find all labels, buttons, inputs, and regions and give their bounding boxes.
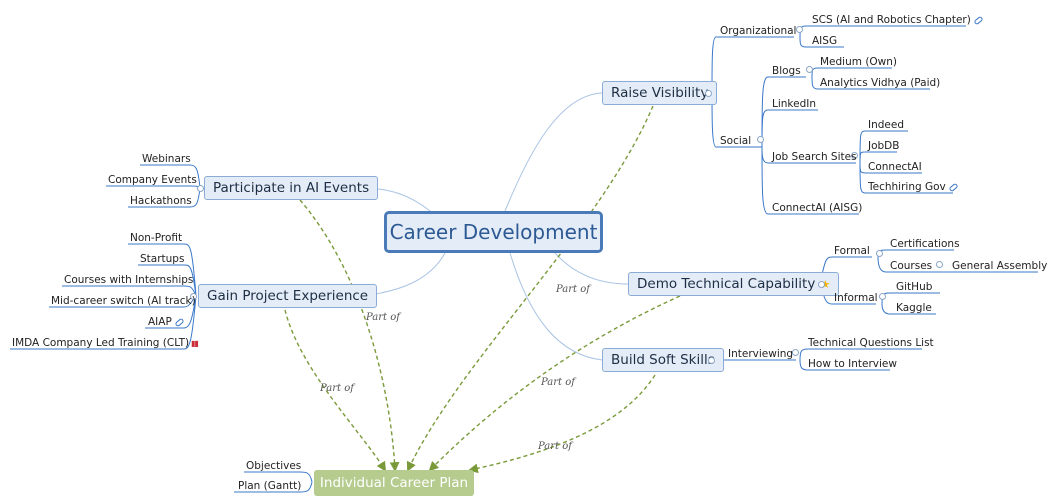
relation-technical-plan (428, 295, 681, 472)
collapse-toggle[interactable] (796, 26, 803, 33)
leaf-certifications[interactable]: Certifications (890, 237, 960, 250)
leaf-objectives[interactable]: Objectives (246, 459, 302, 472)
topic-label: Gain Project Experience (207, 288, 369, 304)
leaf-scs[interactable]: SCS (AI and Robotics Chapter) (812, 9, 984, 26)
leaf-linkedin[interactable]: LinkedIn (772, 97, 817, 110)
leaf-startups[interactable]: Startups (140, 252, 185, 265)
leaf-non-profit[interactable]: Non-Profit (130, 231, 183, 244)
topic-label: Build Soft Skills (611, 352, 715, 368)
relation-ai-events-plan (299, 199, 400, 472)
leaf-label: SCS (AI and Robotics Chapter) (812, 13, 971, 26)
relation-soft-skills-plan (468, 374, 656, 474)
connector-interviewing-children (799, 348, 922, 371)
connector-social-linkedin (761, 109, 818, 148)
collapse-toggle[interactable] (818, 281, 825, 288)
subtopic-organizational[interactable]: Organizational (720, 24, 797, 37)
relation-project-plan (284, 309, 387, 472)
leaf-techhiring-gov[interactable]: Techhiring Gov (868, 176, 959, 193)
relation-label: Part of (556, 284, 590, 295)
topic-technical-capability[interactable]: Demo Technical Capability ★ (628, 272, 840, 296)
hyperlink-icon[interactable] (174, 317, 185, 328)
collapse-toggle[interactable] (708, 357, 715, 364)
collapse-toggle[interactable] (705, 90, 712, 97)
relation-raise-visibility-plan (406, 105, 654, 472)
topic-individual-career-plan[interactable]: Individual Career Plan (314, 470, 474, 496)
collapse-toggle[interactable] (851, 152, 858, 159)
leaf-general-assembly[interactable]: General Assembly (952, 259, 1048, 272)
document-icon[interactable]: ▮▮ (191, 339, 199, 348)
connector-central-technical (554, 252, 629, 285)
connector-project-children (10, 243, 197, 350)
collapse-toggle[interactable] (936, 261, 943, 268)
connector-jobs-children (859, 130, 953, 194)
leaf-hackathons[interactable]: Hackathons (130, 194, 192, 207)
leaf-connectai-aisg[interactable]: ConnectAI (AISG) (772, 201, 863, 214)
central-topic[interactable]: Career Development (384, 211, 603, 253)
leaf-imda-clt[interactable]: IMDA Company Led Training (CLT) ▮▮ (12, 332, 199, 349)
leaf-label: IMDA Company Led Training (CLT) (12, 336, 190, 349)
connector-central-raise-visibility (504, 92, 603, 212)
subtopic-social[interactable]: Social (720, 134, 752, 147)
collapse-toggle[interactable] (197, 185, 204, 192)
leaf-how-to-interview[interactable]: How to Interview (808, 357, 897, 370)
leaf-kaggle[interactable]: Kaggle (896, 301, 932, 314)
leaf-jobdb[interactable]: JobDB (868, 139, 900, 152)
hyperlink-icon[interactable] (948, 182, 959, 193)
subtopic-formal[interactable]: Formal (834, 244, 870, 257)
relation-label: Part of (366, 312, 400, 323)
leaf-medium[interactable]: Medium (Own) (820, 55, 898, 68)
subtopic-informal[interactable]: Informal (834, 291, 878, 304)
relation-label: Part of (538, 441, 572, 452)
leaf-plan-gantt[interactable]: Plan (Gantt) (238, 479, 302, 492)
topic-ai-events[interactable]: Participate in AI Events (204, 176, 379, 200)
collapse-toggle[interactable] (757, 136, 764, 143)
topic-soft-skills[interactable]: Build Soft Skills (602, 348, 724, 372)
connector-plan-children (234, 471, 313, 493)
collapse-toggle[interactable] (879, 293, 886, 300)
collapse-toggle[interactable] (876, 250, 883, 257)
leaf-aisg[interactable]: AISG (812, 34, 838, 47)
topic-raise-visibility[interactable]: Raise Visibility (602, 81, 718, 105)
leaf-label: AIAP (148, 315, 172, 328)
leaf-aiap[interactable]: AIAP (148, 311, 185, 328)
relation-label: Part of (541, 377, 575, 388)
connector-social-blogs (761, 76, 806, 148)
leaf-github[interactable]: GitHub (896, 280, 933, 293)
star-icon: ★ (820, 277, 831, 291)
topic-label: Raise Visibility (611, 85, 709, 101)
topic-label: Demo Technical Capability (637, 276, 816, 292)
topic-project-experience[interactable]: Gain Project Experience (198, 284, 378, 308)
collapse-toggle[interactable] (806, 66, 813, 73)
leaf-webinars[interactable]: Webinars (142, 152, 191, 165)
collapse-toggle[interactable] (792, 349, 799, 356)
leaf-label: Techhiring Gov (868, 180, 946, 193)
subtopic-job-search-sites[interactable]: Job Search Sites (772, 150, 857, 163)
connector-central-soft-skills (509, 252, 603, 361)
collapse-toggle[interactable] (190, 293, 197, 300)
leaf-courses-internships[interactable]: Courses with Internships (64, 273, 194, 286)
leaf-technical-questions[interactable]: Technical Questions List (808, 336, 934, 349)
subtopic-interviewing[interactable]: Interviewing (728, 347, 794, 360)
leaf-company-events[interactable]: Company Events (108, 173, 197, 186)
leaf-indeed[interactable]: Indeed (868, 118, 905, 131)
leaf-connectai[interactable]: ConnectAI (868, 160, 922, 173)
subtopic-blogs[interactable]: Blogs (772, 64, 801, 77)
leaf-analytics-vidhya[interactable]: Analytics Vidhya (Paid) (820, 76, 941, 89)
leaf-mid-career-switch[interactable]: Mid-career switch (AI track) (51, 294, 196, 307)
hyperlink-icon[interactable] (973, 15, 984, 26)
connector-blogs-children (811, 67, 930, 90)
connector-social-connectai (761, 146, 859, 215)
subtopic-courses[interactable]: Courses (890, 259, 933, 272)
topic-label: Participate in AI Events (213, 180, 370, 196)
relation-label: Part of (320, 383, 354, 394)
